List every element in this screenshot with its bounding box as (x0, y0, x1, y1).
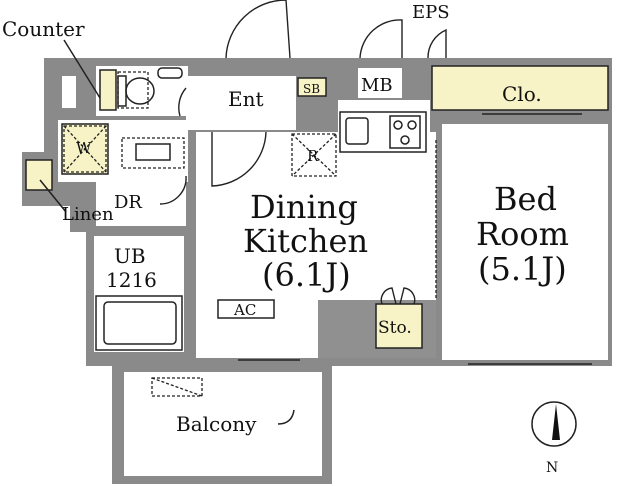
mb-door (359, 19, 403, 59)
balcony-leader (277, 409, 295, 425)
dk-lower-floor (196, 300, 318, 358)
linen-box (25, 159, 53, 191)
kitchen-counter (339, 111, 427, 153)
burner-3 (400, 135, 410, 145)
label-dr: DR (114, 192, 142, 213)
compass-needle (552, 404, 560, 440)
label-storage: Sto. (378, 318, 412, 338)
washer-outline (63, 125, 107, 173)
label-bed-size: (5.1J) (478, 250, 567, 288)
bathtub-inner (103, 301, 177, 345)
stove (389, 115, 421, 149)
label-fridge: R (307, 147, 319, 165)
washroom-door (159, 175, 187, 205)
label-ent: Ent (228, 87, 264, 111)
bathtub (95, 295, 183, 351)
label-dk-size: (6.1J) (262, 256, 351, 294)
sto-door-right (399, 287, 416, 305)
storage-box (375, 303, 423, 349)
eps-door (427, 28, 447, 59)
closet-box (431, 65, 609, 111)
label-ac: AC (233, 301, 256, 319)
counter-niche (62, 76, 76, 108)
shoe-box (297, 77, 327, 97)
label-ub-size: 1216 (106, 268, 157, 292)
label-dining: Dining (250, 188, 358, 226)
label-ub: UB (114, 244, 146, 268)
fridge-diagonal-b (291, 133, 337, 177)
burner-2 (407, 120, 417, 130)
label-linen: Linen (62, 204, 114, 225)
label-room: Room (476, 215, 569, 253)
dk-door (211, 131, 267, 187)
label-eps: EPS (412, 2, 450, 23)
washbasin-outline (121, 137, 185, 169)
bed-room (442, 124, 608, 360)
ac-unit (217, 299, 275, 319)
mb-closet (358, 68, 402, 98)
outdoor-unit (151, 377, 203, 397)
label-kitchen: Kitchen (243, 222, 368, 260)
washer-diagonal-b (63, 125, 107, 173)
label-counter: Counter (2, 17, 85, 41)
label-bed: Bed (494, 180, 557, 218)
compass-ring (531, 401, 577, 447)
counter-leader (63, 39, 101, 99)
linen-leader (39, 179, 67, 213)
label-balcony: Balcony (176, 412, 257, 436)
label-sb: SB (303, 82, 320, 96)
label-closet: Clo. (502, 82, 542, 106)
toilet-shelf (157, 67, 183, 79)
washbasin-bowl (135, 143, 171, 161)
toilet-counter (99, 69, 117, 111)
entrance-door (225, 0, 291, 59)
unit-bath-room (94, 236, 184, 352)
label-north: N (546, 460, 558, 476)
burner-1 (393, 120, 403, 130)
toilet-tank (117, 75, 127, 107)
toilet-door (178, 87, 187, 117)
kitchen-sink (345, 117, 369, 145)
label-washer: W (76, 139, 92, 157)
balcony-floor (124, 372, 322, 476)
label-mb: MB (361, 75, 393, 96)
outdoor-unit-diagonal (151, 377, 203, 397)
fridge-outline (291, 133, 337, 177)
powder-corridor (96, 182, 186, 226)
sto-door-left (380, 287, 397, 305)
entrance-area (186, 76, 296, 130)
